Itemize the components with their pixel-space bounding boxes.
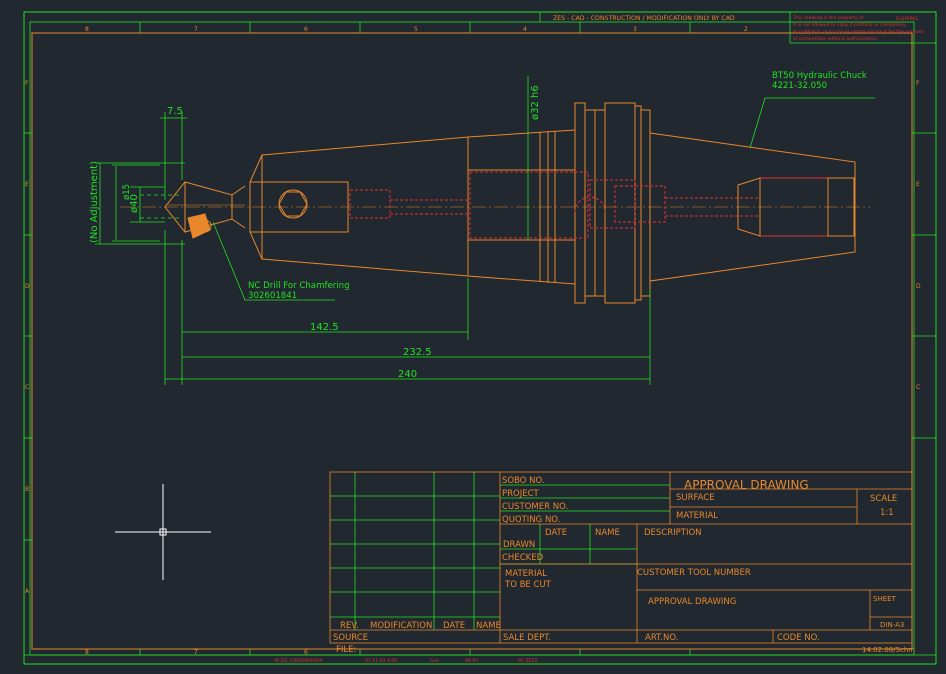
title-block-code-no: CODE NO. xyxy=(777,633,820,643)
chuck-callout-number: 4221-32.050 xyxy=(772,81,827,91)
dim-142-5: 142.5 xyxy=(310,322,339,333)
zone-columns xyxy=(139,22,691,655)
no-adjustment-note: (No Adjustment) xyxy=(89,161,100,243)
dim-40: ø40 xyxy=(129,194,140,213)
tool-assembly xyxy=(120,102,870,304)
drawing-frame xyxy=(23,11,937,665)
title-block-project: PROJECT xyxy=(502,489,540,499)
zone-col-label: 6 xyxy=(304,649,308,656)
title-block-scale-value: 1:1 xyxy=(880,508,894,518)
zone-col-label: 3 xyxy=(633,26,637,33)
footer-plot-user: tum xyxy=(430,658,440,664)
zone-row-label: E xyxy=(916,181,920,188)
cad-notice: ZES - CAD - CONSTRUCTION / MODIFICATION … xyxy=(553,15,735,22)
plot-footer: N:\ZE_CID\RAM\KAYA 07.11.03 9:06 tum 98 … xyxy=(24,654,936,664)
zone-row-label: C xyxy=(916,384,920,391)
title-block-text: APPROVAL DRAWING SURFACE MATERIAL SCALE … xyxy=(333,476,915,655)
title-block-customer-no: CUSTOMER NO. xyxy=(502,502,568,512)
dimension-labels: 7.5 ø32 h6 ø40 ø15 (No Adjustment) 142.5… xyxy=(89,85,541,380)
title-block-source: SOURCE xyxy=(333,633,368,643)
holder-body xyxy=(249,136,469,277)
zone-row-label: F xyxy=(916,80,920,87)
property-line: It is not allowed to copy it partially o… xyxy=(793,22,908,28)
title-block-quoting: QUOTING NO. xyxy=(502,515,560,525)
zone-col-label: 7 xyxy=(194,649,198,656)
drill-callout-number: 302601841 xyxy=(248,291,297,301)
zone-col-label: 7 xyxy=(194,26,198,33)
title-block-customer-tool: CUSTOMER TOOL NUMBER xyxy=(637,568,751,578)
zone-row-label: C xyxy=(25,384,29,391)
title-block-scale: SCALE xyxy=(870,494,897,504)
zone-rows xyxy=(24,132,936,541)
zone-col-label: 8 xyxy=(85,26,89,33)
title-block-drawn: DRAWN xyxy=(503,540,535,550)
title-block-approval: APPROVAL DRAWING xyxy=(648,597,736,607)
footer-plot-id: 98 93 xyxy=(465,658,478,664)
title-block-mat-cut: TO BE CUT xyxy=(504,580,552,590)
title-block-mat-cut: MATERIAL xyxy=(505,569,547,579)
title-block-sheet-format: DIN-A3 xyxy=(880,621,904,629)
title-block-file: FILE: xyxy=(336,645,356,655)
crosshair-cursor xyxy=(115,484,211,580)
zone-row-label: E xyxy=(25,181,29,188)
title-block-modification: MODIFICATION xyxy=(370,621,432,631)
property-line: to publish it, or to use or communicate … xyxy=(793,29,924,35)
bt-flange xyxy=(574,102,651,304)
title-block-surface: SURFACE xyxy=(676,493,715,503)
title-block-rev: REV. xyxy=(340,621,359,631)
title-block-sale-dept: SALE DEPT. xyxy=(503,633,551,643)
drill-callout-name: NC Drill For Chamfering xyxy=(248,281,350,291)
title-block-material: MATERIAL xyxy=(676,511,718,521)
dim-32-h6: ø32 h6 xyxy=(530,85,541,120)
title-block-plot-date: 14.02.08/Schm xyxy=(862,646,915,654)
title-block-date: DATE xyxy=(545,528,567,538)
dim-240: 240 xyxy=(398,369,417,380)
callout-labels: BT50 Hydraulic Chuck 4221-32.050 NC Dril… xyxy=(248,71,867,301)
footer-station: PC-ZE52 xyxy=(518,658,538,664)
title-block-rev-name: NAME xyxy=(476,621,501,631)
zone-col-label: 4 xyxy=(523,26,527,33)
property-owner: GUHRING xyxy=(896,16,918,22)
zone-col-label: 8 xyxy=(85,649,89,656)
title-block xyxy=(329,471,913,644)
dim-15: ø15 xyxy=(122,184,132,200)
zone-col-label: 2 xyxy=(744,26,748,33)
header-notice: ZES - CAD - CONSTRUCTION / MODIFICATION … xyxy=(539,12,936,44)
zone-row-label: F xyxy=(25,80,29,87)
drill-head xyxy=(164,181,246,239)
footer-file-path: N:\ZE_CID\RAM\KAYA xyxy=(275,658,323,664)
zone-row-label: A xyxy=(25,588,30,595)
title-block-checked: CHECKED xyxy=(502,553,544,563)
property-line: This drawing is the property of xyxy=(792,15,864,21)
zone-row-label: D xyxy=(25,283,30,290)
footer-plot-info: 07.11.03 9:06 xyxy=(365,658,397,664)
title-block-sheet: SHEET xyxy=(873,595,897,603)
dimensions xyxy=(95,76,875,385)
title-block-sobo: SOBO NO. xyxy=(502,476,545,486)
zone-row-label: B xyxy=(25,486,29,493)
title-block-description: DESCRIPTION xyxy=(644,528,702,538)
hidden-internals xyxy=(349,171,760,239)
zone-row-label: D xyxy=(916,283,921,290)
chuck-callout-name: BT50 Hydraulic Chuck xyxy=(772,71,867,81)
dim-232-5: 232.5 xyxy=(403,347,432,358)
title-block-title: APPROVAL DRAWING xyxy=(684,478,809,492)
property-line: of competition without authorization. xyxy=(793,36,878,42)
zone-col-label: 5 xyxy=(414,26,418,33)
title-block-art-no: ART.NO. xyxy=(645,633,678,643)
zone-col-label: 6 xyxy=(304,26,308,33)
hidden-internals xyxy=(737,177,855,237)
dim-7-5: 7.5 xyxy=(167,106,183,117)
title-block-rev-date: DATE xyxy=(443,621,465,631)
title-block-name: NAME xyxy=(595,528,620,538)
